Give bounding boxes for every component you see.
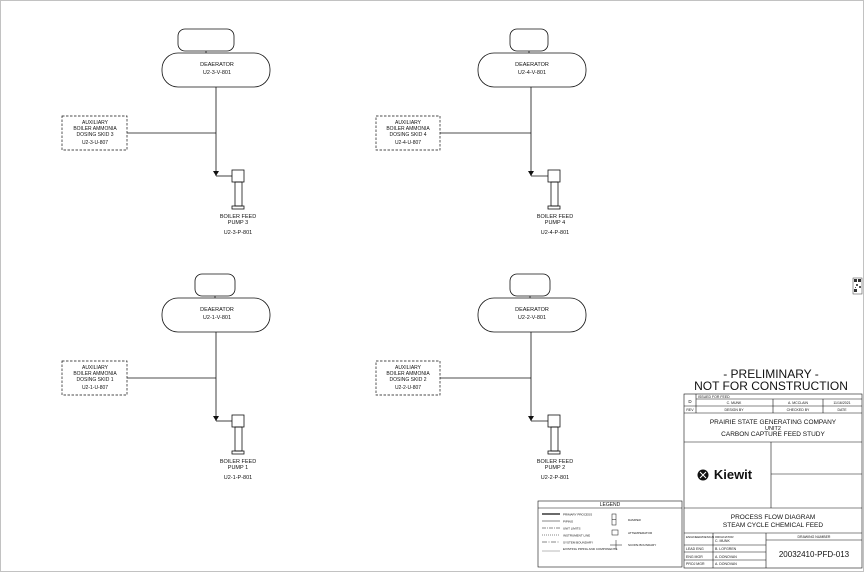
role-name: B. LOFGREN	[715, 547, 737, 551]
skid-line: AUXILIARY	[82, 365, 109, 371]
skid-line: BOILER AMMONIA	[73, 126, 117, 132]
legend-item: PRIMARY PROCESS	[563, 513, 592, 517]
pump-tag: U2-3-P-801	[224, 230, 252, 236]
boiler-feed-pump: BOILER FEED PUMP 1 U2-1-P-801	[220, 414, 256, 481]
skid-line: BOILER AMMONIA	[73, 371, 117, 377]
legend-item: PIPING	[563, 520, 574, 524]
stamp-not-for-construction: NOT FOR CONSTRUCTION	[694, 379, 848, 393]
drawing-subtitle: STEAM CYCLE CHEMICAL FEED	[723, 522, 823, 529]
study-name: CARBON CAPTURE FEED STUDY	[721, 431, 825, 438]
deaerator-vessel: DEAERATOR U2-4-V-801	[477, 28, 587, 88]
rev-letter: D	[688, 399, 692, 404]
role-label: LEAD ENG	[686, 547, 704, 551]
rev-checker: A. MCCLAIN	[788, 401, 809, 405]
skid-line: DOSING SKID 2	[390, 377, 427, 383]
deaerator-label: DEAERATOR	[200, 307, 234, 313]
drawing-number: 20032410-PFD-013	[779, 550, 850, 559]
skid-tag: U2-1-U-807	[82, 385, 108, 391]
date-header: DATE	[837, 408, 847, 412]
legend-item: EXISTING PIPING AND COMPONENTS	[563, 547, 617, 551]
boiler-feed-pump: BOILER FEED PUMP 2 U2-2-P-801	[537, 414, 573, 481]
unit-group-2: DEAERATOR U2-2-V-801 AUXILIARY BOILER AM…	[375, 273, 587, 481]
skid-line: DOSING SKID 1	[77, 377, 114, 383]
pump-tag: U2-2-P-801	[541, 475, 569, 481]
skid-tag: U2-3-U-807	[82, 140, 108, 146]
pump-line: PUMP 2	[545, 465, 565, 471]
pump-line: PUMP 3	[228, 220, 248, 226]
title-block: D ISSUED FOR FEED C. MUNK A. MCCLAIN 11/…	[683, 393, 863, 569]
deaerator-label: DEAERATOR	[515, 307, 549, 313]
role-label: ENGINEER/DESIGN ORIGINATOR	[686, 535, 734, 539]
kiewit-logo-text: Kiewit	[714, 467, 753, 482]
deaerator-vessel: DEAERATOR U2-2-V-801	[477, 273, 587, 333]
pump-line: BOILER FEED	[220, 214, 256, 220]
boiler-feed-pump: BOILER FEED PUMP 4 U2-4-P-801	[537, 169, 573, 236]
attemperator-icon	[611, 529, 619, 536]
unit-group-3: DEAERATOR U2-3-V-801 AUXILIARY BOILER AM…	[61, 28, 271, 236]
legend: LEGEND PRIMARY PROCESS PIPING UNIT LIMIT…	[537, 500, 683, 568]
legend-item: DAMPER	[628, 518, 642, 522]
legend-title: LEGEND	[600, 502, 621, 508]
pump-line: BOILER FEED	[537, 214, 573, 220]
drawing-title: PROCESS FLOW DIAGRAM	[731, 514, 816, 521]
stamp-preliminary: - PRELIMINARY -	[723, 367, 819, 381]
deaerator-tag: U2-2-V-801	[518, 315, 546, 321]
skid-tag: U2-4-U-807	[395, 140, 421, 146]
deaerator-label: DEAERATOR	[515, 62, 549, 68]
role-name: A. DONOVAN	[715, 562, 737, 566]
skid-line: AUXILIARY	[82, 120, 109, 126]
skid-line: BOILER AMMONIA	[386, 371, 430, 377]
pump-tag: U2-1-P-801	[224, 475, 252, 481]
unit-name: UNIT2	[765, 426, 781, 432]
company-name: PRAIRIE STATE GENERATING COMPANY	[710, 419, 837, 426]
role-name: A. DONOVAN	[715, 555, 737, 559]
skid-line: AUXILIARY	[395, 120, 422, 126]
skid-line: AUXILIARY	[395, 365, 422, 371]
role-label: PROJ MGR	[686, 562, 705, 566]
legend-item: INSTRUMENT LINE	[563, 534, 590, 538]
qr-code-icon	[852, 277, 863, 295]
design-header: DESIGN BY	[724, 408, 744, 412]
unit-group-4: DEAERATOR U2-4-V-801 AUXILIARY BOILER AM…	[375, 28, 587, 236]
legend-item: SCOPE BOUNDARY	[628, 543, 656, 547]
check-header: CHECKED BY	[787, 408, 810, 412]
rev-description: ISSUED FOR FEED	[698, 395, 730, 399]
skid-line: DOSING SKID 3	[77, 132, 114, 138]
deaerator-tag: U2-4-V-801	[518, 70, 546, 76]
pump-line: BOILER FEED	[537, 459, 573, 465]
pump-line: PUMP 4	[545, 220, 565, 226]
boiler-feed-pump: BOILER FEED PUMP 3 U2-3-P-801	[220, 169, 256, 236]
rev-header: REV	[686, 408, 694, 412]
deaerator-label: DEAERATOR	[200, 62, 234, 68]
deaerator-tag: U2-3-V-801	[203, 70, 231, 76]
skid-line: BOILER AMMONIA	[386, 126, 430, 132]
deaerator-tag: U2-1-V-801	[203, 315, 231, 321]
pump-line: PUMP 1	[228, 465, 248, 471]
role-label: ENG MGR	[686, 555, 703, 559]
rev-date: 11/16/2021	[833, 401, 850, 405]
skid-tag: U2-2-U-807	[395, 385, 421, 391]
rev-designer: C. MUNK	[727, 401, 742, 405]
legend-item: ATTEMPERATOR	[628, 531, 653, 535]
unit-group-1: DEAERATOR U2-1-V-801 AUXILIARY BOILER AM…	[61, 273, 271, 481]
pump-tag: U2-4-P-801	[541, 230, 569, 236]
pump-line: BOILER FEED	[220, 459, 256, 465]
skid-line: DOSING SKID 4	[390, 132, 427, 138]
legend-item: UNIT LIMITS	[563, 527, 580, 531]
role-name: C. MUNK	[715, 539, 730, 543]
drawing-number-label: DRAWING NUMBER	[798, 535, 831, 539]
legend-item: SYSTEM BOUNDARY	[563, 541, 593, 545]
